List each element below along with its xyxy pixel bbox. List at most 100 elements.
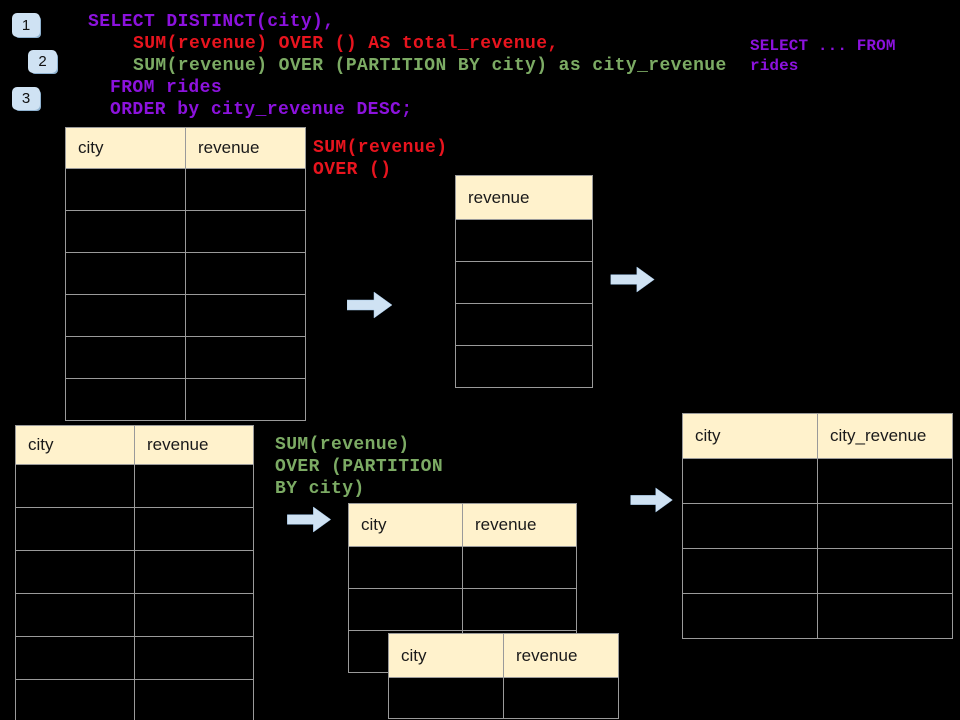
table-row: [15, 636, 254, 680]
annotation-line: OVER (): [313, 160, 392, 180]
empty-cell: [388, 677, 504, 719]
flow-arrow-right-icon: [610, 266, 656, 293]
table-row: [455, 219, 593, 262]
empty-cell: [185, 378, 306, 421]
empty-cell: [185, 336, 306, 379]
empty-cell: [185, 168, 306, 211]
empty-cell: [15, 593, 135, 637]
header-cell: city: [388, 633, 504, 678]
empty-cell: [134, 464, 254, 508]
empty-cell: [817, 548, 953, 594]
table-row: [682, 548, 953, 594]
table-row: [15, 507, 254, 551]
empty-cell: [134, 550, 254, 594]
annotation-line: OVER (PARTITION: [275, 457, 444, 477]
empty-cell: [185, 210, 306, 253]
empty-cell: [462, 546, 577, 589]
step-badge-1: 1: [12, 13, 40, 37]
empty-cell: [682, 548, 818, 594]
empty-cell: [503, 677, 619, 719]
header-cell: revenue: [185, 127, 306, 169]
flow-arrow-right-icon: [630, 487, 674, 513]
table-row: [65, 210, 306, 253]
empty-cell: [134, 679, 254, 720]
sql-line-select: SELECT DISTINCT(city),: [88, 12, 335, 32]
empty-cell: [817, 458, 953, 504]
table-row: [65, 252, 306, 295]
step-badge-2: 2: [28, 50, 57, 73]
sql-line-order-by: ORDER by city_revenue DESC;: [110, 100, 413, 120]
annotation-line: SUM(revenue): [275, 435, 410, 455]
empty-cell: [185, 294, 306, 337]
table-row: [65, 168, 306, 211]
table-row: [15, 679, 254, 720]
empty-cell: [65, 210, 186, 253]
empty-cell: [65, 294, 186, 337]
empty-cell: [455, 261, 593, 304]
sql-line-city-revenue: SUM(revenue) OVER (PARTITION BY city) as…: [133, 56, 727, 76]
header-cell: revenue: [503, 633, 619, 678]
side-note-line: rides: [750, 57, 799, 75]
empty-cell: [65, 336, 186, 379]
empty-cell: [348, 588, 463, 631]
empty-cell: [65, 252, 186, 295]
empty-cell: [134, 507, 254, 551]
table-total-revenue-result: revenue: [455, 175, 593, 388]
table-row: [682, 593, 953, 639]
table-row: [682, 503, 953, 549]
header-cell: city_revenue: [817, 413, 953, 459]
header-cell: revenue: [462, 503, 577, 547]
empty-cell: [185, 252, 306, 295]
empty-cell: [65, 378, 186, 421]
table-row: [348, 588, 577, 631]
empty-cell: [134, 593, 254, 637]
table-row: [15, 550, 254, 594]
empty-cell: [682, 503, 818, 549]
empty-cell: [455, 303, 593, 346]
table-row: [65, 336, 306, 379]
table-row: [15, 593, 254, 637]
table-row: [65, 294, 306, 337]
header-cell: city: [65, 127, 186, 169]
empty-cell: [462, 588, 577, 631]
flow-arrow-right-icon: [286, 506, 333, 533]
table-row: [682, 458, 953, 504]
table-row: [388, 677, 619, 719]
table-row: [15, 464, 254, 508]
annotation-line: SUM(revenue): [313, 138, 448, 158]
empty-cell: [15, 507, 135, 551]
table-row: [348, 546, 577, 589]
annotation-line: BY city): [275, 479, 365, 499]
empty-cell: [15, 636, 135, 680]
empty-cell: [134, 636, 254, 680]
sql-line-total-revenue: SUM(revenue) OVER () AS total_revenue,: [133, 34, 559, 54]
empty-cell: [15, 550, 135, 594]
empty-cell: [348, 546, 463, 589]
empty-cell: [455, 219, 593, 262]
header-cell: revenue: [455, 175, 593, 220]
step-badge-3: 3: [12, 87, 40, 110]
header-cell: city: [15, 425, 135, 465]
sql-line-from: FROM rides: [110, 78, 223, 98]
empty-cell: [455, 345, 593, 388]
annotation-partition-by-city: SUM(revenue) OVER (PARTITION BY city): [275, 434, 443, 500]
header-cell: city: [348, 503, 463, 547]
empty-cell: [15, 679, 135, 720]
table-header-row: revenue: [455, 175, 593, 220]
side-note-select-from-rides: SELECT ... FROM rides: [750, 36, 896, 76]
header-cell: revenue: [134, 425, 254, 465]
table-row: [455, 345, 593, 388]
empty-cell: [817, 593, 953, 639]
side-note-line: SELECT ... FROM: [750, 37, 896, 55]
empty-cell: [65, 168, 186, 211]
empty-cell: [817, 503, 953, 549]
